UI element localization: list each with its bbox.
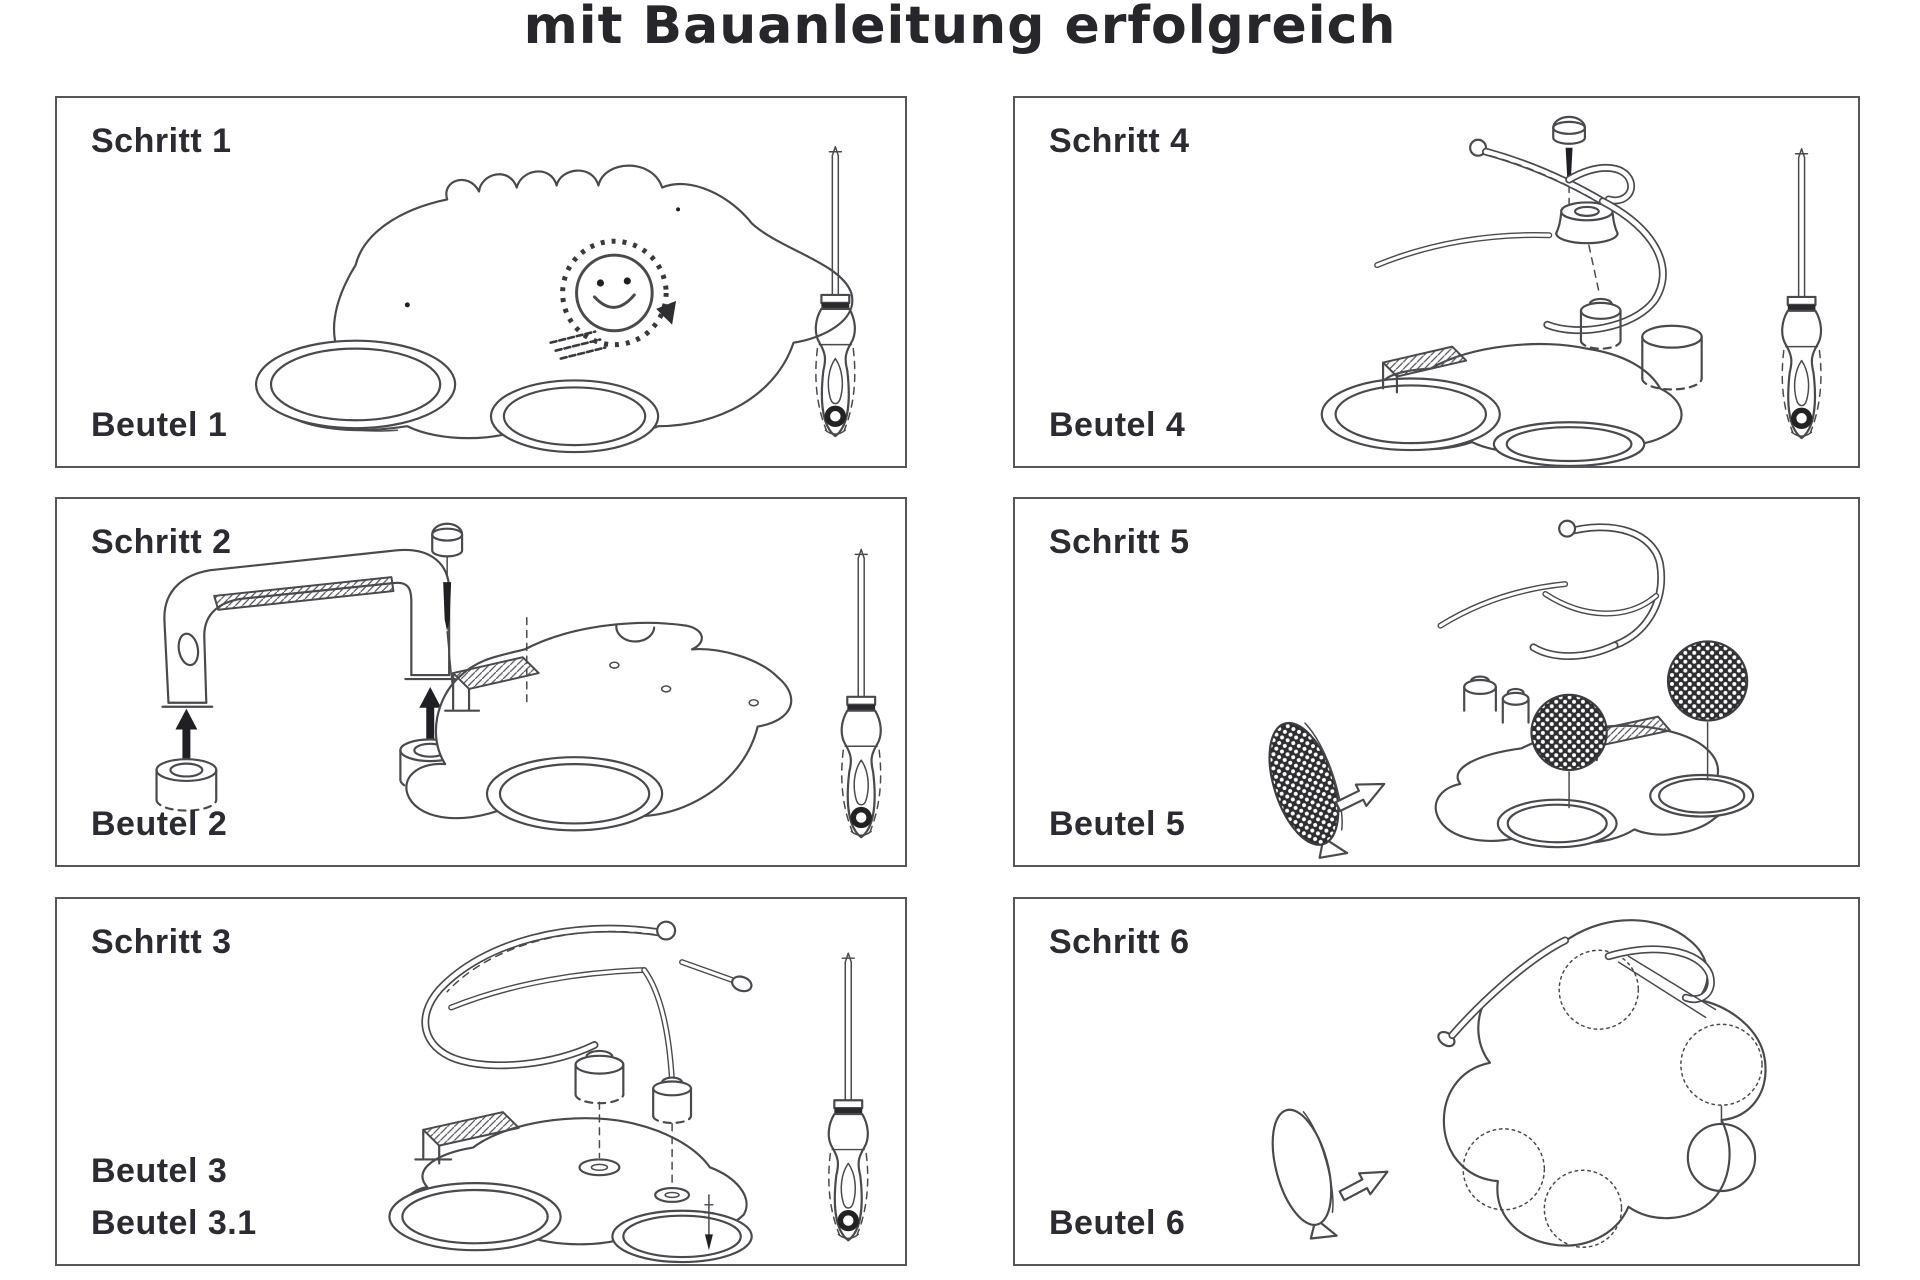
bag-label-31: Beutel 3.1 <box>91 1204 257 1243</box>
grommet <box>1555 201 1619 292</box>
frame-assembly <box>1320 138 1703 466</box>
step-label-1: Schritt 1 <box>91 122 232 160</box>
screw <box>704 1194 714 1251</box>
post <box>1579 297 1622 350</box>
bag-label-5: Beutel 5 <box>1049 805 1186 844</box>
handle-part <box>161 548 457 708</box>
assembly-with-pads <box>1434 519 1755 849</box>
loose-pad <box>1686 1122 1757 1193</box>
cap-screw <box>1552 115 1587 211</box>
screwdriver-icon <box>842 549 881 837</box>
bag-label-3: Beutel 3 <box>91 1151 228 1190</box>
smiley-logo <box>549 238 677 360</box>
page-title: mit Bauanleitung erfolgreich <box>523 0 1397 56</box>
bag-label-2: Beutel 2 <box>91 805 228 844</box>
bag-label-4: Beutel 4 <box>1049 406 1186 445</box>
illustration-step-3 <box>388 920 905 1264</box>
foot-board <box>254 164 854 454</box>
panel-step-6: Schritt 6 Beutel 6 <box>1013 897 1860 1266</box>
panel-step-3: Schritt 3 Beutel 3 Beutel 3.1 <box>55 897 907 1266</box>
illustration-step-6 <box>1271 919 1767 1248</box>
post <box>1463 675 1497 712</box>
screwdriver-icon <box>829 953 868 1240</box>
bag-label-6: Beutel 6 <box>1049 1204 1186 1243</box>
bag-labels-3: Beutel 3 Beutel 3.1 <box>91 1145 257 1250</box>
panel-step-5: Schritt 5 Beutel 5 <box>1013 497 1860 867</box>
post <box>1641 324 1703 391</box>
panel-step-2: Schritt 2 Beutel 2 <box>55 497 907 867</box>
oval-pad <box>1271 1108 1338 1240</box>
direction-arrow-icon <box>1331 772 1391 819</box>
board-underside <box>1437 919 1767 1248</box>
step-label-3: Schritt 3 <box>91 923 232 961</box>
post <box>574 1049 625 1105</box>
up-arrow-icon <box>175 708 198 765</box>
panel-step-4: Schritt 4 Beutel 4 <box>1013 96 1860 468</box>
step-label-2: Schritt 2 <box>91 523 232 561</box>
post <box>1501 687 1530 724</box>
illustration-step-4 <box>1320 115 1858 466</box>
board-with-handle <box>388 967 753 1264</box>
massage-pad <box>1530 693 1608 772</box>
direction-arrow-icon <box>1335 1160 1395 1208</box>
massage-pad <box>1666 640 1749 722</box>
panel-step-1: Schritt 1 Beutel 1 <box>55 96 907 468</box>
post <box>652 1076 693 1124</box>
perforated-pad <box>1268 721 1349 859</box>
foot-board-rear <box>405 616 793 832</box>
step-label-6: Schritt 6 <box>1049 923 1190 961</box>
illustration-step-5 <box>1268 519 1755 859</box>
bag-label-1: Beutel 1 <box>91 406 228 445</box>
wire-frame <box>421 920 753 1070</box>
step-label-4: Schritt 4 <box>1049 122 1190 160</box>
illustration-step-1 <box>254 98 905 454</box>
step-label-5: Schritt 5 <box>1049 523 1190 561</box>
illustration-step-2 <box>155 522 905 865</box>
screwdriver-icon <box>1782 149 1821 438</box>
cap-screw <box>431 522 464 716</box>
